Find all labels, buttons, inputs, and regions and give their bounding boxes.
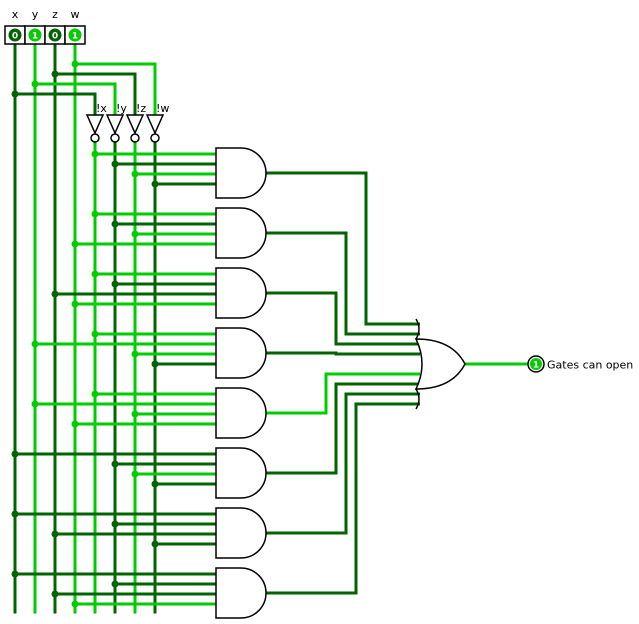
not-gate (125, 114, 145, 135)
input-pin-value-y: 1 (32, 32, 38, 42)
input-pin-led-z (48, 28, 62, 42)
and-gate (215, 387, 267, 439)
junction-dot (131, 170, 139, 178)
and-gate (215, 507, 267, 559)
inverter-label-0: !x (96, 102, 107, 115)
junction-dot (131, 230, 139, 238)
junction-dot (51, 590, 59, 598)
junction-dot (31, 400, 39, 408)
junction-dot (91, 270, 99, 278)
input-label-y: y (32, 8, 39, 21)
or-input-wire (266, 382, 420, 475)
junction-dot (71, 600, 79, 608)
wires (13, 42, 532, 614)
input-pin-led-w (68, 28, 82, 42)
junction-dot (111, 160, 119, 168)
or-input-wire (266, 351, 420, 356)
junction-dot (11, 90, 19, 98)
junction-dot (51, 70, 59, 78)
and-gate (215, 447, 267, 499)
inverter-feed-x (15, 92, 97, 117)
or-gate-extension (415, 318, 420, 410)
or-input-wire (266, 392, 420, 535)
not-gate-bubble (150, 133, 160, 143)
input-label-w: w (71, 8, 80, 21)
junction-dot (51, 290, 59, 298)
or-gate (414, 338, 466, 390)
junction-dots (11, 60, 159, 608)
and-gate (215, 267, 267, 319)
or-input-wire (266, 372, 420, 415)
junction-dot (71, 240, 79, 248)
not-gate (85, 114, 105, 135)
inverter-feed-w (75, 62, 157, 117)
inverter-feed-z (55, 72, 137, 117)
junction-dot (51, 530, 59, 538)
output-pin-led (530, 358, 542, 370)
not-gate-bubble (90, 133, 100, 143)
junction-dot (91, 390, 99, 398)
junction-dot (111, 460, 119, 468)
inverter-label-3: !w (156, 102, 169, 115)
input-label-z: z (52, 8, 58, 21)
junction-dot (131, 410, 139, 418)
junction-dot (71, 420, 79, 428)
input-pin-led-x (8, 28, 22, 42)
or-input-wire (266, 171, 420, 326)
output-pin-value: 1 (533, 361, 539, 371)
input-pin-led-y (28, 28, 42, 42)
junction-dot (31, 340, 39, 348)
junction-dot (11, 450, 19, 458)
junction-dot (111, 280, 119, 288)
junction-dot (71, 300, 79, 308)
input-label-x: x (12, 8, 19, 21)
and-gate (215, 207, 267, 259)
and-gate (215, 327, 267, 379)
junction-dot (111, 220, 119, 228)
input-pin-value-x: 0 (12, 32, 18, 42)
input-pins: 1 0 1 0 1 (4, 25, 545, 373)
junction-dot (11, 510, 19, 518)
junction-dot (131, 470, 139, 478)
junction-dot (71, 60, 79, 68)
inverter-label-1: !y (116, 102, 127, 115)
and-gate (215, 567, 267, 619)
or-input-wire (266, 402, 420, 595)
junction-dot (151, 360, 159, 368)
not-gate (105, 114, 125, 135)
junction-dot (91, 210, 99, 218)
junction-dot (151, 480, 159, 488)
junction-dot (151, 540, 159, 548)
input-pin-value-z: 0 (52, 32, 58, 42)
input-pin-value-w: 1 (72, 32, 78, 42)
not-gate-bubble (130, 133, 140, 143)
junction-dot (151, 180, 159, 188)
junction-dot (111, 520, 119, 528)
not-gate (145, 114, 165, 135)
junction-dot (11, 570, 19, 578)
junction-dot (31, 80, 39, 88)
output-label: Gates can open (547, 359, 633, 372)
inverter-feed-y (35, 82, 117, 117)
junction-dot (111, 580, 119, 588)
not-gate-bubble (110, 133, 120, 143)
junction-dot (131, 350, 139, 358)
inverter-label-2: !z (136, 102, 146, 115)
gates (85, 114, 466, 619)
junction-dot (91, 330, 99, 338)
junction-dot (91, 150, 99, 158)
and-gate (215, 147, 267, 199)
or-input-wire (266, 231, 420, 336)
or-input-wire (266, 291, 420, 346)
